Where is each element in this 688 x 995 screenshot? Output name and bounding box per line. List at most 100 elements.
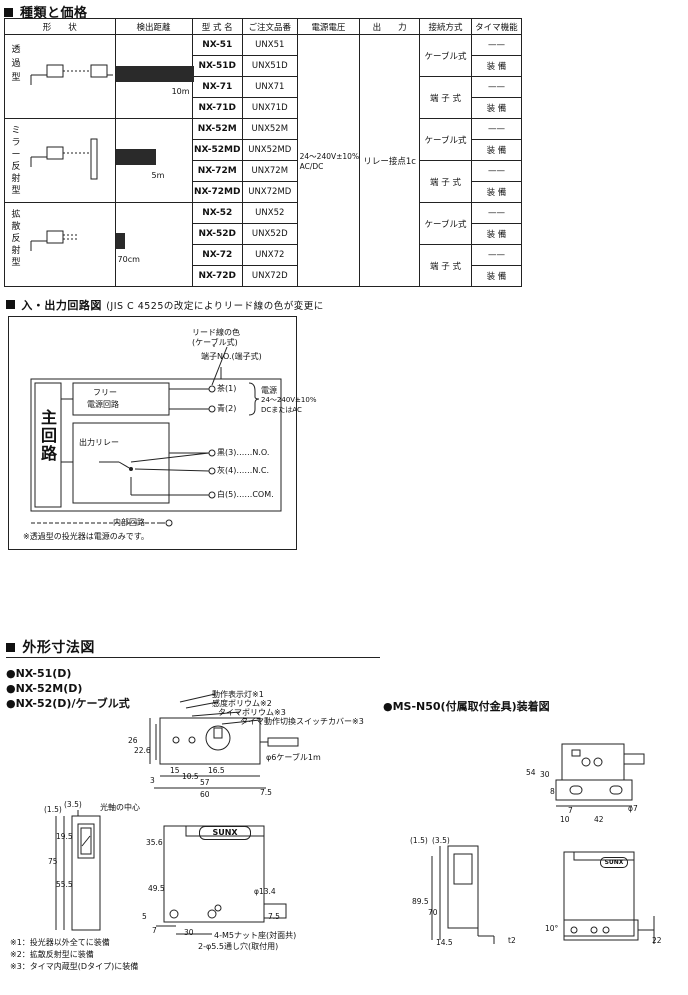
model-nx52m: ●NX-52M(D) — [6, 682, 83, 695]
spec-table: 形 状 検出距離 型 式 名 ご注文品番 電源電圧 出 力 接続方式 タイマ機能… — [4, 18, 523, 287]
table-row: NX-72MD UNX72MD 装 備 — [5, 181, 523, 203]
model-list: ●NX-51(D) ●NX-52M(D) ●NX-52(D)/ケーブル式 — [6, 666, 130, 711]
table-row: NX-72D UNX72D 装 備 — [5, 265, 523, 287]
circuit-change-note: (JIS C 4525の改定によりリード線の色が変更に — [106, 301, 324, 312]
circuit-diagram: リード線の色 (ケーブル式) 端子NO.(端子式) 主回路 フリー 電源回路 出… — [8, 316, 316, 550]
header-connection: 接続方式 — [419, 18, 472, 35]
dim-15: 15 — [170, 766, 180, 775]
distance-cell-thru: 10m — [114, 34, 194, 119]
order-cell: UNX52D — [241, 223, 298, 245]
dim-75: 75 — [48, 857, 58, 866]
model-cell: NX-72MD — [191, 181, 243, 203]
dim-bt2: t2 — [508, 936, 516, 945]
table-row: NX-72M UNX72M 端 子 式 —— — [5, 160, 523, 203]
header-output: 出 力 — [359, 18, 421, 35]
model-cell: NX-52D — [191, 223, 243, 245]
model-cell: NX-71D — [191, 97, 243, 119]
timer-equipped: 装 備 — [470, 139, 523, 161]
group-name-diffuse: 拡散反射型 — [11, 210, 21, 268]
model-cell: NX-51 — [191, 34, 243, 56]
dim-60: 60 — [200, 790, 210, 799]
dim-16-5: 16.5 — [208, 766, 225, 775]
optical-center-label: 光軸の中心 — [100, 803, 140, 812]
callout-indicator: 動作表示灯※1 — [212, 690, 264, 699]
callout-timer-switch: タイマ動作切換スイッチカバー※3 — [240, 717, 364, 726]
section-title-types: 種類と価格 — [4, 2, 88, 21]
timer-equipped: 装 備 — [470, 223, 523, 245]
dim-b7b: 7 — [568, 806, 573, 815]
dim-b22: 22 — [652, 936, 662, 945]
header-model: 型 式 名 — [191, 18, 243, 35]
footnotes: ※1：投光器以外全てに装備 ※2：拡散反射型に装備 ※3：タイマ内蔵型(Dタイプ… — [10, 937, 138, 973]
dim-b7: φ7 — [628, 804, 638, 813]
order-cell: UNX52 — [241, 202, 298, 224]
dim-55-5: 55.5 — [56, 880, 73, 889]
dim-b54: 54 — [526, 768, 536, 777]
model-cell: NX-72D — [191, 265, 243, 287]
dim-b10deg: 10° — [545, 924, 559, 933]
dim-5: 5 — [142, 912, 147, 921]
dim-1-5: (1.5) — [44, 805, 62, 814]
dim-b42: 42 — [594, 815, 604, 824]
table-row: 透過型 10m NX-51 UNX51 24〜240V±10% AC/DC リレ… — [4, 34, 523, 287]
circuit-lines — [30, 345, 282, 527]
model-cell: NX-52M — [191, 118, 243, 140]
gray-wire-label: 灰(4)……N.C. — [217, 466, 269, 475]
model-cell: NX-52MD — [191, 139, 243, 161]
power-type-label: DCまたはAC — [261, 406, 302, 414]
timer-none: —— — [470, 160, 523, 182]
brown-wire-label: 茶(1) — [217, 384, 237, 393]
dim-b8: 8 — [550, 787, 555, 796]
section-title-circuit: 入・出力回路図 (JIS C 4525の改定によりリード線の色が変更に — [6, 297, 324, 313]
shape-cell-thru: 透過型 — [4, 34, 116, 119]
dim-13-4: φ13.4 — [254, 887, 276, 896]
internal-circuit-label: 内部回路 — [113, 518, 145, 527]
output-cell: リレー接点1c — [359, 34, 421, 287]
bracket-top-drawing — [555, 743, 645, 807]
side-view-drawing — [156, 825, 287, 935]
dim-7: 7 — [152, 926, 157, 935]
dim-7-5: 7.5 — [260, 788, 272, 797]
front-view-drawing — [55, 810, 101, 931]
free-power-label: フリー — [93, 388, 117, 397]
bracket-front-drawing — [431, 845, 495, 944]
distance-bar-mirror — [115, 149, 156, 165]
relay-label: 出力リレー — [79, 438, 119, 447]
dim-35-6: 35.6 — [146, 838, 163, 847]
table-row: NX-52MD UNX52MD 装 備 — [5, 139, 523, 161]
order-cell: UNX72D — [241, 265, 298, 287]
model-cell: NX-51D — [191, 55, 243, 77]
order-cell: UNX72M — [241, 160, 298, 182]
timer-equipped: 装 備 — [470, 181, 523, 203]
dim-30: 30 — [184, 928, 194, 937]
timer-none: —— — [470, 118, 523, 140]
header-order: ご注文品番 — [241, 18, 298, 35]
lead-color-sub-label: (ケーブル式) — [192, 338, 238, 347]
table-header-row: 形 状 検出距離 型 式 名 ご注文品番 電源電圧 出 力 接続方式 タイマ機能 — [4, 18, 523, 35]
hole-label: 2-φ5.5通し穴(取付用) — [198, 942, 279, 951]
distance-mirror: 5m — [151, 171, 165, 180]
dim-b1-5: (1.5) — [410, 836, 428, 845]
dim-b14-5: 14.5 — [436, 938, 453, 947]
section-title-dimensions: 外形寸法図 — [6, 637, 95, 657]
table-row: NX-51D UNX51D 装 備 — [5, 55, 523, 77]
model-nx52: ●NX-52(D)/ケーブル式 — [6, 697, 130, 710]
callout-timer-volume: タイマボリウム※3 — [218, 708, 286, 717]
group-name-thru: 透過型 — [11, 45, 21, 83]
voltage-cell: 24〜240V±10% AC/DC — [296, 34, 361, 287]
timer-equipped: 装 備 — [470, 55, 523, 77]
distance-cell-diffuse: 70cm — [114, 202, 193, 287]
model-cell: NX-72 — [191, 244, 243, 266]
blue-wire-label: 青(2) — [217, 404, 237, 413]
order-cell: UNX72 — [241, 244, 298, 266]
dim-7-5b: 7.5 — [268, 912, 280, 921]
terminal-no-label: 端子NO.(端子式) — [201, 352, 262, 361]
black-wire-label: 黒(3)……N.O. — [217, 448, 270, 457]
dim-b89-5: 89.5 — [412, 897, 429, 906]
free-power-circuit-label: 電源回路 — [87, 400, 119, 409]
cable-label: φ6ケーブル1m — [266, 753, 321, 762]
timer-none: —— — [470, 202, 523, 224]
dim-49-5: 49.5 — [148, 884, 165, 893]
shape-cell-diffuse: 拡散反射型 — [4, 202, 116, 287]
timer-equipped: 装 備 — [470, 265, 523, 287]
